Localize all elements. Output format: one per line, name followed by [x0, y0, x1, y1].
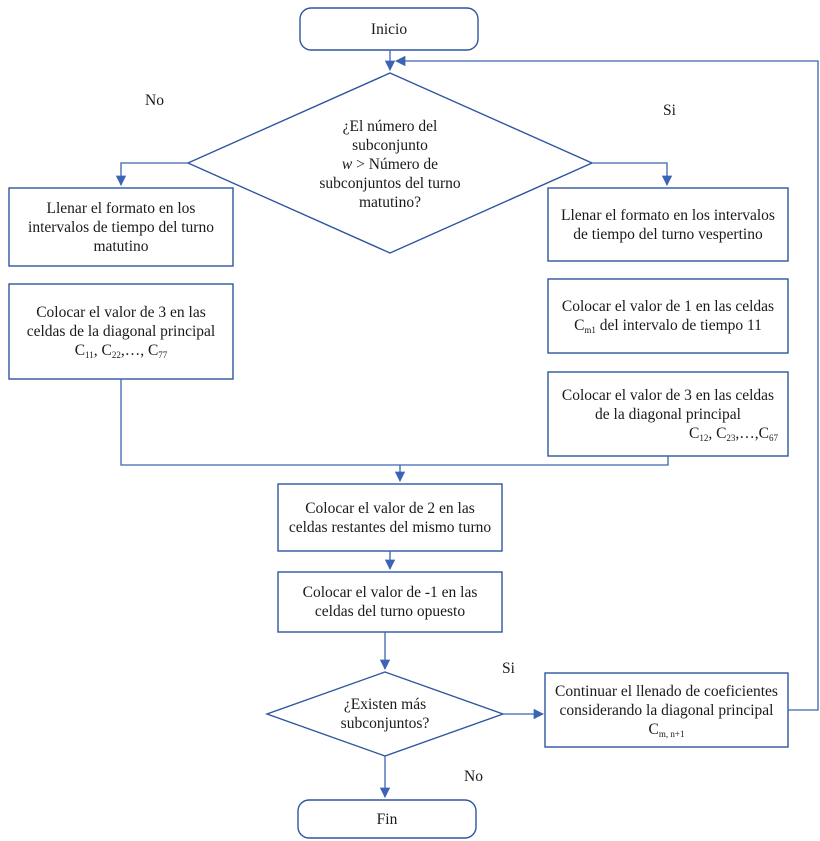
ellipsis: ,…, — [735, 424, 759, 442]
value1-sub: m1 — [584, 325, 596, 335]
fill-morning-box — [8, 187, 234, 267]
merge-line — [120, 379, 669, 466]
continue-box — [544, 672, 789, 748]
label-si-bottom: Si — [502, 660, 515, 677]
value1-box — [547, 278, 789, 354]
value1-post: del intervalo de tiempo 11 — [595, 317, 762, 334]
decision-more-text: ¿Existen más subconjuntos? — [340, 696, 430, 732]
fill-morning-text: Llenar el formato en los intervalos de t… — [28, 199, 214, 255]
cell-c: C — [101, 342, 112, 359]
cell-c: C — [147, 342, 159, 359]
value2-box — [277, 483, 503, 552]
arrow-decision-si — [592, 162, 673, 187]
cell-c: C — [74, 342, 86, 359]
decision-subset-line4: subconjuntos del turno — [319, 174, 461, 192]
cell-sub: 12 — [699, 432, 709, 443]
ellipsis: ,…, — [120, 342, 148, 359]
label-si-top: Si — [663, 102, 676, 119]
continue-sentence: Continuar el llenado de coeficientes con… — [551, 682, 782, 739]
variable-w: w — [341, 155, 353, 173]
diag3-right-cells: C12, C23,…,C67 — [689, 424, 782, 443]
cell-sub: 23 — [726, 432, 736, 443]
fill-evening-box — [547, 187, 789, 262]
decision-subset-text: ¿El número del subconjunto w > Número de… — [265, 117, 515, 211]
cell-sub: 67 — [769, 432, 778, 443]
connectors — [115, 50, 819, 799]
end-label: Fin — [376, 810, 398, 828]
diag3-left-text: Colocar el valor de 3 en las celdas de l… — [9, 284, 233, 379]
cell-sub: 77 — [158, 350, 168, 360]
decision-subset-line1: ¿El número del — [342, 117, 438, 135]
decision-subset-diamond — [186, 72, 594, 254]
value1-sentence: Colocar el valor de 1 en las celdas Cm1 … — [554, 297, 782, 335]
separator: , — [93, 342, 102, 359]
continue-pre: Continuar el llenado de coeficientes con… — [555, 682, 778, 738]
cell-c: C — [688, 424, 700, 442]
label-no-top: No — [145, 92, 164, 109]
diag3-right-text: Colocar el valor de 3 en las celdas de l… — [548, 372, 788, 456]
diag3-left-sentence: Colocar el valor de 3 en las celdas de l… — [26, 304, 216, 340]
value1-text: Colocar el valor de 1 en las celdas Cm1 … — [548, 279, 788, 353]
diag3-right-sentence: Colocar el valor de 3 en las celdas de l… — [561, 386, 775, 423]
diag3-left-cells: C11, C22,…, C77 — [75, 341, 168, 360]
decision-subset-line3: w > Número de — [342, 155, 438, 174]
arrow-loop-back — [394, 55, 819, 711]
value2-text: Colocar el valor de 2 en las celdas rest… — [288, 499, 492, 536]
value1-pre: Colocar el valor de 1 en las celdas C — [561, 298, 775, 334]
value-neg1-text: Colocar el valor de -1 en las celdas del… — [302, 584, 478, 620]
decision-subset-compare: > Número de — [352, 155, 439, 173]
cell-c: C — [716, 424, 727, 442]
decision-subset-line2: subconjunto — [352, 136, 428, 154]
cell-sub: 22 — [111, 350, 121, 360]
end-terminator — [297, 799, 477, 839]
label-no-bottom: No — [464, 768, 483, 785]
separator: , — [708, 424, 717, 442]
cell-c: C — [758, 424, 769, 442]
cell-sub: 11 — [85, 350, 94, 360]
diag3-right-box — [547, 371, 789, 457]
fill-evening-text: Llenar el formato en los intervalos de t… — [561, 206, 775, 243]
start-label: Inicio — [370, 20, 408, 38]
continue-text: Continuar el llenado de coeficientes con… — [545, 673, 788, 747]
diag3-left-box — [8, 283, 234, 380]
decision-subset-line5: matutino? — [359, 193, 421, 211]
value-neg1-box — [277, 571, 503, 633]
start-terminator — [299, 7, 479, 51]
continue-sub: m, n+1 — [658, 728, 685, 739]
arrow-decision-no — [115, 162, 188, 187]
